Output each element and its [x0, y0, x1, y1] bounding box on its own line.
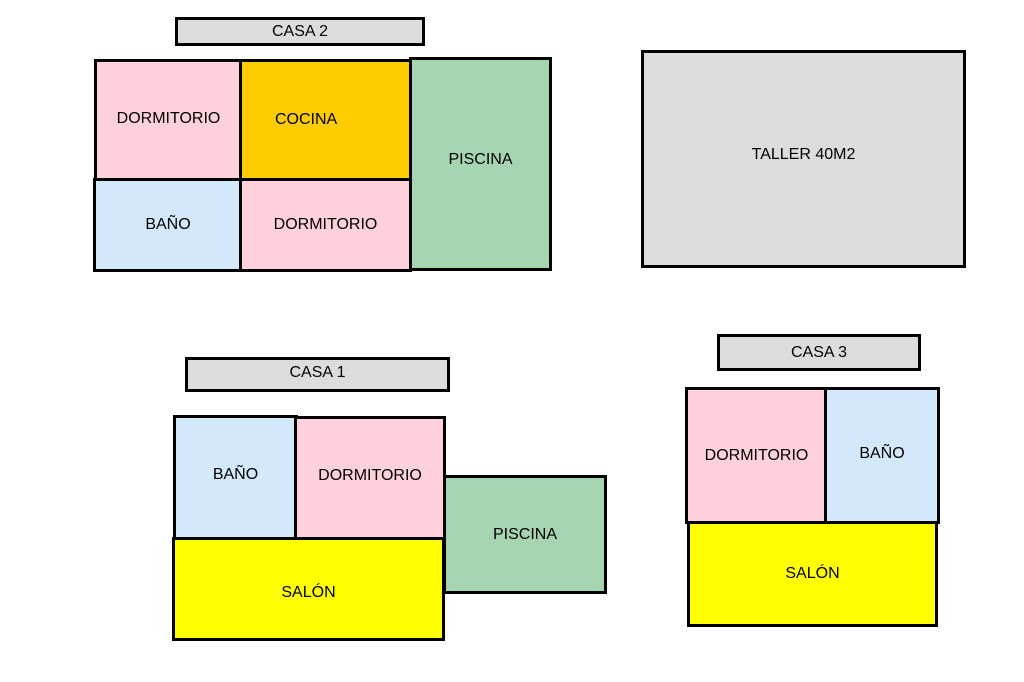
taller: TALLER 40M2: [641, 50, 966, 268]
casa-3-salon: SALÓN: [687, 521, 938, 627]
casa-2-bano: BAÑO: [93, 178, 243, 272]
casa-3-dormitorio: DORMITORIO: [685, 387, 828, 524]
casa-2-dormitorio-1: DORMITORIO: [94, 59, 243, 182]
casa-1-piscina: PISCINA: [443, 475, 607, 594]
casa-1-salon: SALÓN: [172, 537, 445, 641]
casa-3-bano: BAÑO: [824, 387, 940, 524]
casa-2-piscina: PISCINA: [409, 57, 552, 271]
casa-1-dormitorio: DORMITORIO: [294, 416, 446, 540]
casa-2-dormitorio-2: DORMITORIO: [239, 178, 412, 272]
casa-1-bano: BAÑO: [173, 415, 298, 540]
casa-3-title: CASA 3: [717, 334, 921, 371]
casa-1-title: CASA 1: [185, 357, 450, 392]
casa-2-cocina: COCINA: [239, 59, 412, 182]
casa-2-title: CASA 2: [175, 17, 425, 46]
